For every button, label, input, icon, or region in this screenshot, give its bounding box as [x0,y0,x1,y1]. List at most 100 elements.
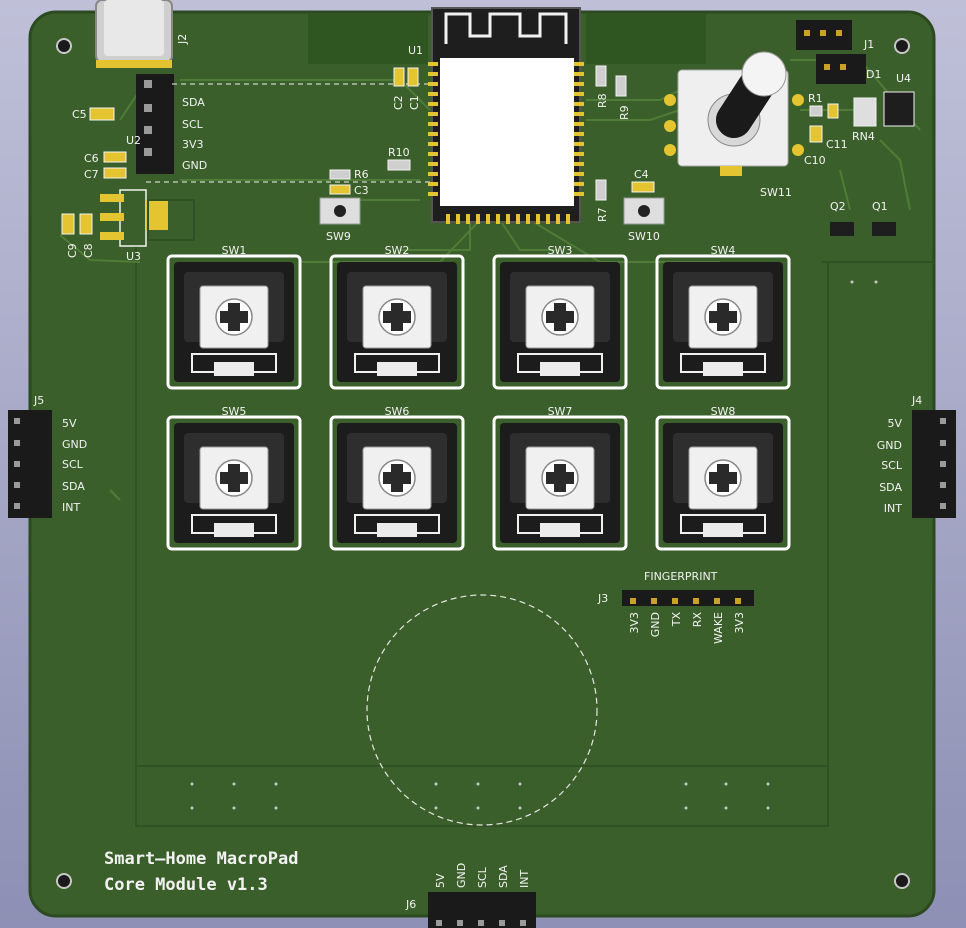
ref-r8: R8 [596,93,609,108]
antenna-keepout-right [586,14,706,64]
fp-pin-tx: TX [670,612,683,628]
key-switch-label: SW3 [548,244,573,257]
header-j1: J1 D1 [796,20,881,84]
fp-pin-gnd: GND [649,612,662,637]
ref-u3: U3 [126,250,141,263]
regulator-u3: U3 [100,189,195,263]
caps-u1: C2 C1 R10 [387,67,421,171]
j4-pin-int: INT [884,502,902,515]
reset-area-left: R6 C3 SW9 [319,168,369,243]
usb-c-connector-j2: J2 [95,0,189,68]
ref-d1: D1 [866,68,881,81]
u2-pin-3v3: 3V3 [182,138,204,151]
connector-j6: J6 5V GND SCL SDA INT [405,863,536,928]
ref-c5: C5 [72,108,87,121]
ref-j2: J2 [176,34,189,45]
mounting-hole-bottom-right [894,873,910,889]
right-pour-edge [824,262,829,767]
key-switch-label: SW4 [711,244,736,257]
ref-r6: R6 [354,168,369,181]
caps-left: C5 C6 C7 C9 C8 [61,107,127,258]
j5-pin-sda: SDA [62,480,85,493]
fp-pin-3v3-b: 3V3 [733,612,746,634]
ref-sw10: SW10 [628,230,660,243]
u2-pin-gnd: GND [182,159,207,172]
key-switch-1: SW1 [166,244,302,390]
ref-u2: U2 [126,134,141,147]
ref-j6: J6 [405,898,416,911]
key-switch-2: SW2 [329,244,465,390]
key-switch-3: SW3 [492,244,628,390]
mounting-holes [56,38,910,889]
mounting-hole-top-right [894,38,910,54]
ref-c6: C6 [84,152,99,165]
board-title-line1: Smart–Home MacroPad [104,849,298,869]
ref-c3: C3 [354,184,369,197]
ref-j1: J1 [863,38,874,51]
key-switch-label: SW8 [711,405,736,418]
ref-q1: Q1 [872,200,888,213]
esp32-module-u1: U1 [408,7,584,224]
board-title-line2: Core Module v1.3 [104,875,268,895]
connector-j3-fingerprint: FINGERPRINT J3 3V3 GND TX RX WAKE 3V3 [597,570,754,644]
ref-r9: R9 [618,105,631,120]
ref-c11: C11 [826,138,848,151]
ref-j3: J3 [597,592,608,605]
ref-c7: C7 [84,168,99,181]
u2-pin-sda: SDA [182,96,205,109]
j5-pin-5v: 5V [62,417,77,430]
reset-area-right: R8 R9 R7 C4 SW10 [595,65,665,243]
sensor-area-u4: U4 RN4 R1 C11 C10 [804,72,915,167]
mounting-hole-bottom-left [56,873,72,889]
j6-pin-gnd: GND [455,863,468,888]
key-switch-label: SW6 [385,405,410,418]
ref-c8: C8 [82,243,95,258]
bottom-pour-outline [135,765,829,827]
fingerprint-sensor-outline [366,594,598,826]
ref-q2: Q2 [830,200,846,213]
ref-c4: C4 [634,168,649,181]
ref-j5: J5 [33,394,44,407]
j5-pin-gnd: GND [62,438,87,451]
key-switch-label: SW1 [222,244,247,257]
key-switch-8: SW8 [655,405,791,551]
board-title: Smart–Home MacroPad Core Module v1.3 [104,849,298,895]
fingerprint-title: FINGERPRINT [644,570,718,583]
u2-pin-scl: SCL [182,118,204,131]
ref-c2: C2 [392,95,405,110]
key-switch-4: SW4 [655,244,791,390]
key-switch-6: SW6 [329,405,465,551]
j6-pin-sda: SDA [497,865,510,888]
ref-sw9: SW9 [326,230,351,243]
u2-pin-labels: SDA SCL 3V3 GND [182,96,207,172]
rotary-encoder-sw11: SW11 [664,51,804,199]
key-switch-5: SW5 [166,405,302,551]
ref-r10: R10 [388,146,410,159]
ref-c10: C10 [804,154,826,167]
ref-u4: U4 [896,72,911,85]
key-switch-label: SW7 [548,405,573,418]
fp-pin-rx: RX [691,612,704,628]
ref-j4: J4 [911,394,922,407]
ref-c9: C9 [66,243,79,258]
j4-pin-sda: SDA [879,481,902,494]
connector-j5: J5 5V GND SCL SDA INT [8,394,87,518]
j6-pin-int: INT [518,870,531,888]
key-switch-label: SW2 [385,244,410,257]
ref-c1: C1 [408,95,421,110]
transistors: Q2 Q1 [830,200,896,236]
j5-pin-int: INT [62,501,80,514]
ref-r1: R1 [808,92,823,105]
fp-pin-3v3-a: 3V3 [628,612,641,634]
mounting-hole-top-left [56,38,72,54]
j6-pin-scl: SCL [476,866,489,888]
j4-pin-scl: SCL [881,459,903,472]
vias [190,280,878,810]
ref-u1: U1 [408,44,423,57]
ref-rn4: RN4 [852,130,875,143]
ref-sw11: SW11 [760,186,792,199]
j6-pin-5v: 5V [434,873,447,888]
